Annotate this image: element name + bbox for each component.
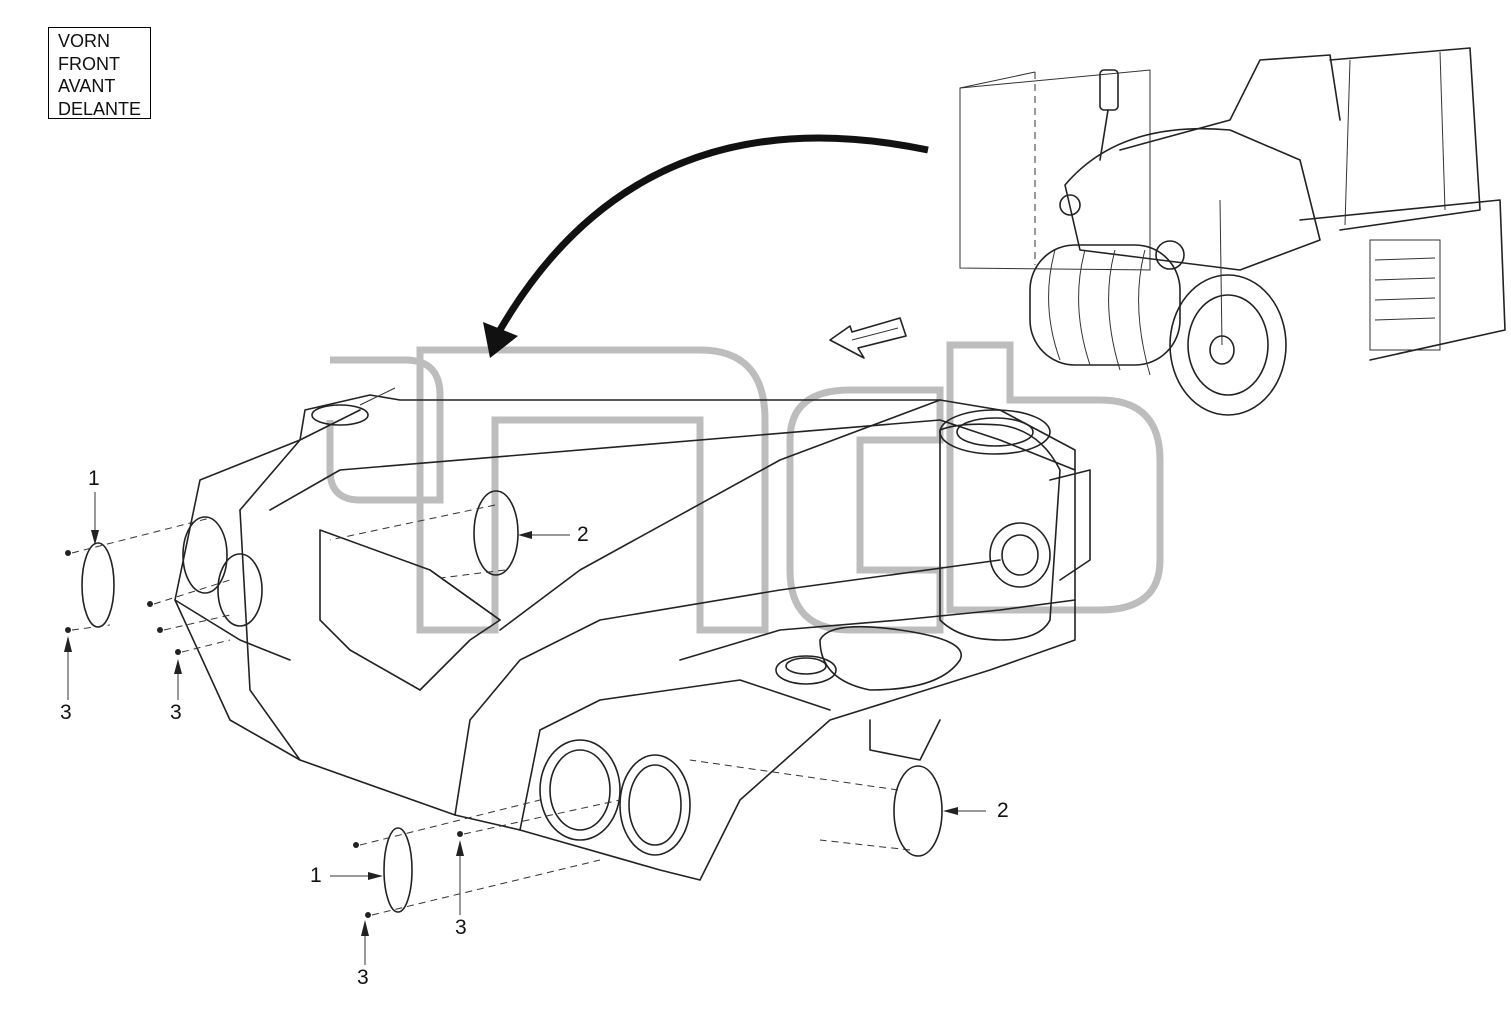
legend-line-front: FRONT: [58, 53, 120, 74]
machine-overview-illustration: [959, 47, 1506, 416]
front-direction-arrow-icon: [829, 317, 907, 359]
callout-1: 1: [310, 864, 322, 887]
leader-arrows: [64, 492, 986, 965]
screw-icon: [365, 912, 371, 918]
legend-line-avant: AVANT: [58, 76, 116, 96]
cover-plate: [473, 490, 519, 576]
screw-icon: [65, 627, 71, 633]
screw-icon: [147, 601, 153, 607]
screw-icon: [157, 627, 163, 633]
callout-1: 1: [88, 467, 100, 490]
legend-line-delante: DELANTE: [58, 98, 142, 119]
callout-3: 3: [455, 916, 467, 939]
cover-plate: [893, 765, 943, 857]
callout-3: 3: [357, 966, 369, 989]
watermark-logo: [326, 341, 1164, 634]
screw-icon: [175, 649, 181, 655]
direction-arrow-icon: [483, 134, 929, 358]
front-legend-box: VORN FRONT AVANT DELANTE: [48, 27, 151, 119]
assembly-lines: [71, 504, 911, 916]
cover-plate: [81, 542, 115, 628]
cover-plate: [383, 827, 413, 913]
screw-icon: [353, 842, 359, 848]
callout-2: 2: [997, 799, 1009, 822]
screw-icon: [457, 831, 463, 837]
legend-line-vorn: VORN: [58, 31, 111, 51]
callout-3: 3: [60, 701, 72, 724]
callout-3: 3: [170, 701, 182, 724]
callout-2: 2: [577, 523, 589, 546]
screw-icon: [65, 550, 71, 556]
hood-frame-part: [174, 387, 1091, 881]
